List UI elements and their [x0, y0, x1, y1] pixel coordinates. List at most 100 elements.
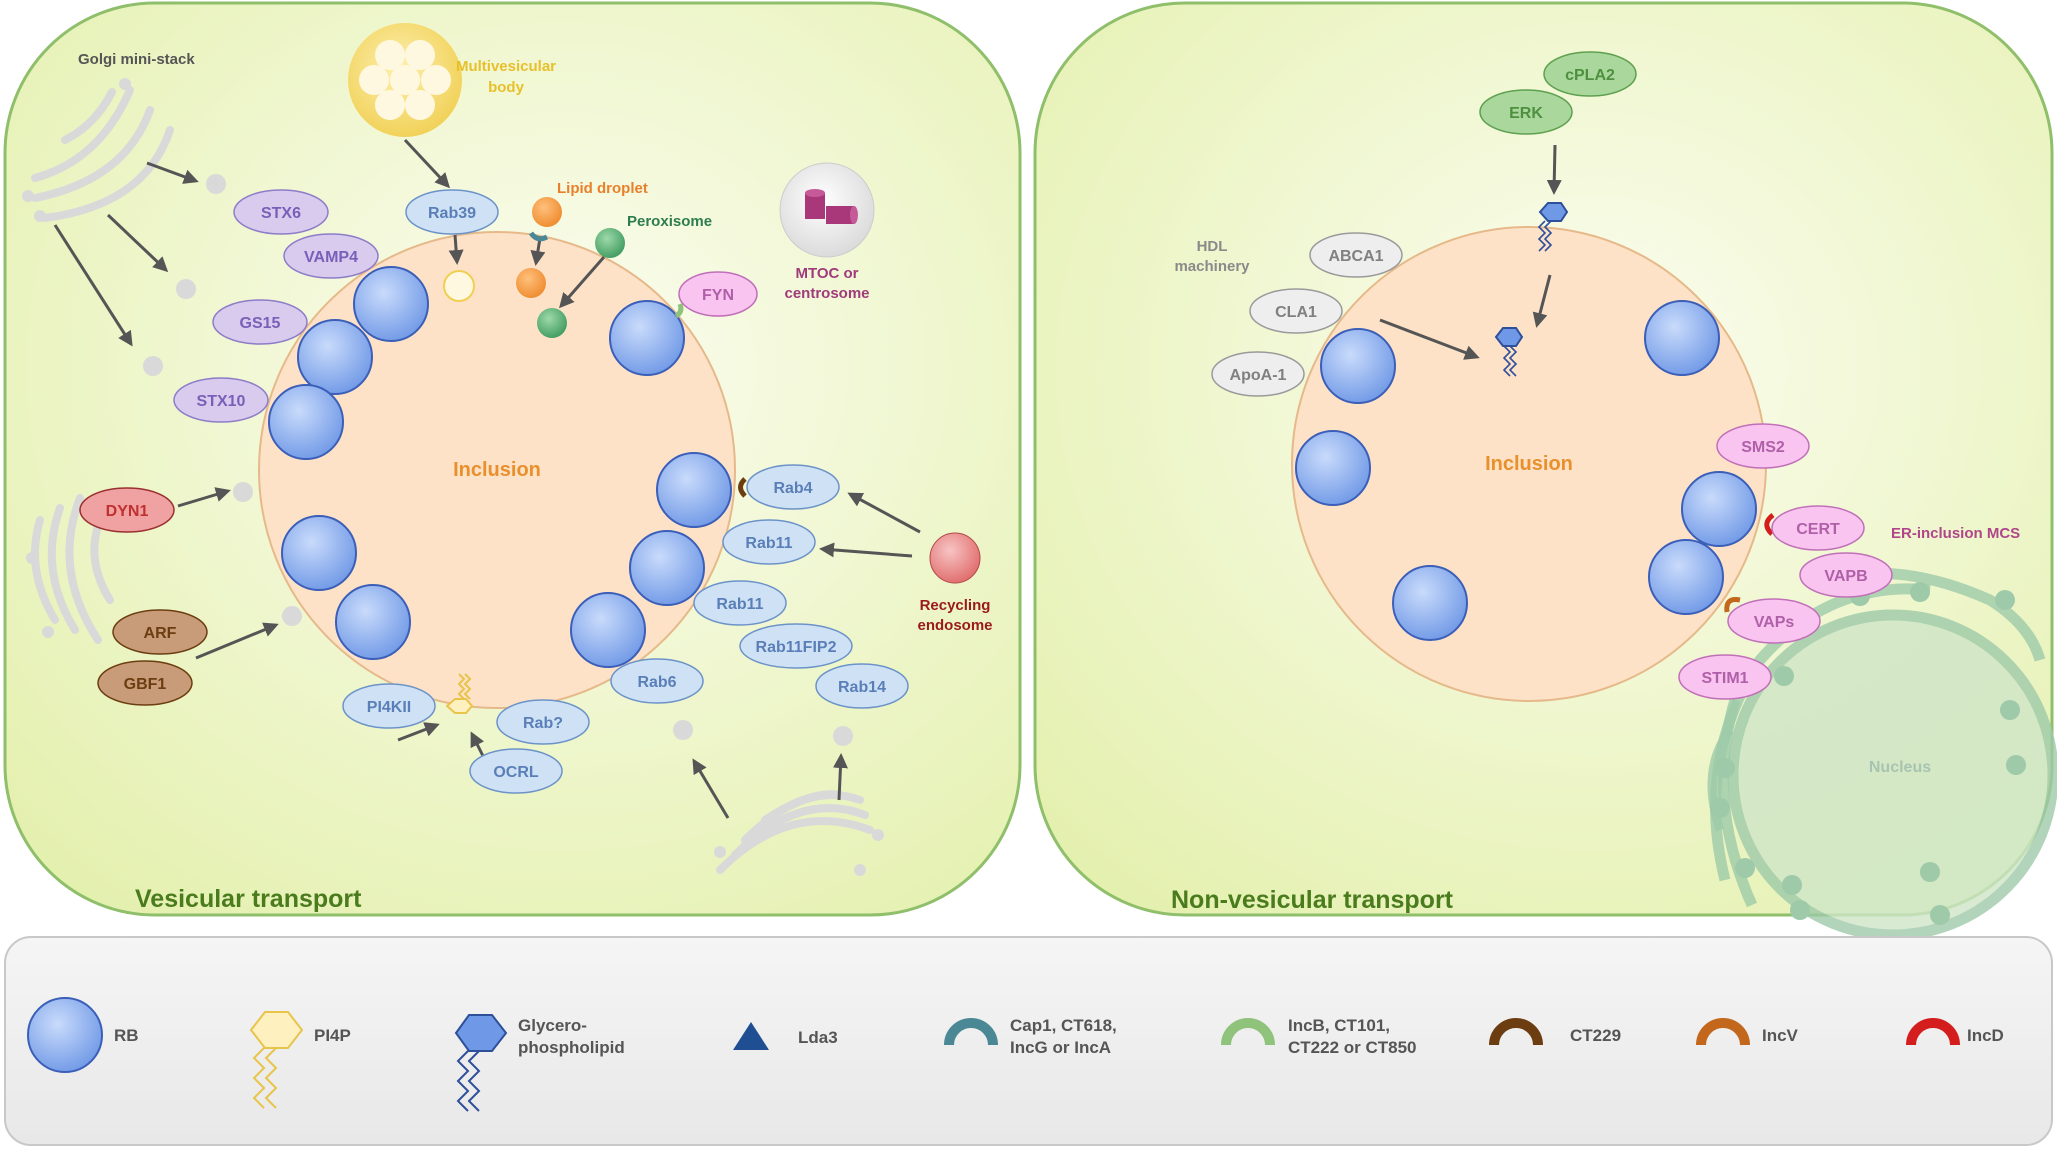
pi4kii-protein: PI4KII [342, 683, 436, 729]
stx10-protein: STX10 [173, 377, 269, 423]
legend-glycero-label-1: Glycero- [518, 1016, 587, 1035]
svg-text:FYN: FYN [702, 287, 734, 304]
pi4p-icon [445, 673, 474, 714]
svg-text:VAMP4: VAMP4 [304, 249, 358, 266]
proteins-left: STX6 VAMP4 GS15 STX10 DYN1 ARF GBF1 Rab3… [79, 189, 909, 794]
proteins-right: cPLA2 ERK ABCA1 CLA1 ApoA-1 SMS2 CERT VA… [1211, 51, 1893, 700]
recycling-endosome [929, 532, 981, 584]
mtoc-icon [779, 162, 875, 258]
incd-marker-cert [1764, 513, 1775, 536]
incv-marker-vaps [1724, 597, 1741, 613]
rb [1648, 539, 1724, 615]
multivesicular-body [348, 23, 462, 137]
glycerophospholipid-inner [1494, 327, 1524, 377]
rab11-protein-a: Rab11 [722, 519, 816, 565]
svg-text:cPLA2: cPLA2 [1565, 67, 1615, 84]
legend-lda3-icon [733, 1022, 769, 1050]
erk-protein: ERK [1479, 89, 1573, 135]
svg-text:CERT: CERT [1796, 521, 1840, 538]
legend-cap1-icon [944, 1018, 998, 1046]
rb [1392, 565, 1468, 641]
rb [1295, 430, 1371, 506]
vapb-protein: VAPB [1799, 552, 1893, 598]
cpla2-protein: cPLA2 [1543, 51, 1637, 97]
svg-text:Rab39: Rab39 [428, 205, 476, 222]
svg-text:STIM1: STIM1 [1701, 670, 1748, 687]
cert-protein: CERT [1771, 505, 1865, 551]
apoa1-protein: ApoA-1 [1211, 351, 1305, 397]
mvb-label-1: Multivesicular [456, 58, 556, 75]
cla1-protein: CLA1 [1249, 288, 1343, 334]
vamp4-protein: VAMP4 [283, 233, 379, 279]
svg-text:ERK: ERK [1509, 105, 1543, 122]
svg-text:Rab4: Rab4 [773, 480, 812, 497]
incb-marker-fyn [674, 303, 684, 319]
ocrl-protein: OCRL [469, 748, 563, 794]
legend-incb-icon [1221, 1018, 1275, 1046]
vesicular-title: Vesicular transport [135, 885, 362, 913]
ct229-marker-rab4 [738, 477, 747, 498]
gbf1-protein: GBF1 [97, 660, 193, 706]
legend: RB PI4P Glycero- phospholipid Lda3 Cap1,… [27, 997, 2004, 1112]
legend-cap1-label-1: Cap1, CT618, [1010, 1016, 1117, 1035]
rb [297, 319, 373, 395]
nucleus-label: Nucleus [1869, 759, 1931, 776]
svg-text:Rab?: Rab? [523, 715, 563, 732]
peroxisome [595, 228, 625, 258]
golgi-label: Golgi mini-stack [78, 51, 195, 68]
legend-incd-icon [1906, 1018, 1960, 1046]
rb-group-left [268, 266, 732, 668]
legend-rb-icon [27, 997, 103, 1073]
golgi-mini-stack-bottom [26, 494, 114, 644]
rb [1644, 300, 1720, 376]
dyn1-protein: DYN1 [79, 487, 175, 533]
peroxisome-inside [537, 308, 567, 338]
rab6-protein: Rab6 [610, 658, 704, 704]
rab11fip2-protein: Rab11FIP2 [739, 623, 853, 669]
fyn-protein: FYN [678, 271, 758, 317]
lipid-droplet-inside [516, 268, 546, 298]
lipid-droplet [532, 197, 562, 227]
rb [629, 530, 705, 606]
arrows-left [53, 138, 921, 819]
svg-text:VAPs: VAPs [1754, 614, 1795, 631]
rab39-protein: Rab39 [405, 189, 499, 235]
rab4-protein: Rab4 [746, 464, 840, 510]
svg-text:SMS2: SMS2 [1741, 439, 1785, 456]
arf-protein: ARF [112, 609, 208, 655]
abca1-protein: ABCA1 [1309, 232, 1403, 278]
recycling-label-1: Recycling [920, 597, 991, 614]
recycling-label-2: endosome [917, 617, 992, 634]
rab14-protein: Rab14 [815, 663, 909, 709]
rab11-protein-b: Rab11 [693, 580, 787, 626]
svg-text:STX10: STX10 [197, 393, 246, 410]
legend-incv-label: IncV [1762, 1026, 1799, 1045]
golgi-mini-stack-top [22, 78, 174, 222]
svg-text:GBF1: GBF1 [124, 676, 167, 693]
svg-text:ABCA1: ABCA1 [1328, 248, 1383, 265]
inclusion-label-right: Inclusion [1485, 453, 1573, 475]
svg-text:DYN1: DYN1 [106, 503, 149, 520]
rb [268, 384, 344, 460]
hdl-label-1: HDL [1197, 238, 1228, 255]
svg-text:Rab11: Rab11 [716, 596, 763, 613]
rb [609, 300, 685, 376]
golgi-mini-stack-lower [714, 790, 884, 876]
rb [335, 584, 411, 660]
mtoc-label-1: MTOC or [795, 265, 858, 282]
hdl-label-2: machinery [1174, 258, 1250, 275]
legend-incb-label-1: IncB, CT101, [1288, 1016, 1390, 1035]
svg-text:Rab6: Rab6 [637, 674, 676, 691]
cap1-marker-ld [528, 231, 549, 242]
stim1-protein: STIM1 [1678, 654, 1772, 700]
nonvesicular-title: Non-vesicular transport [1171, 886, 1454, 914]
gs15-protein: GS15 [212, 299, 308, 345]
legend-cap1-label-2: IncG or IncA [1010, 1038, 1111, 1057]
mvb-vesicle [443, 270, 475, 302]
sms2-protein: SMS2 [1716, 423, 1810, 469]
legend-pi4p-icon [249, 1011, 304, 1109]
rb [1681, 471, 1757, 547]
svg-text:STX6: STX6 [261, 205, 301, 222]
svg-text:Rab14: Rab14 [838, 679, 886, 696]
